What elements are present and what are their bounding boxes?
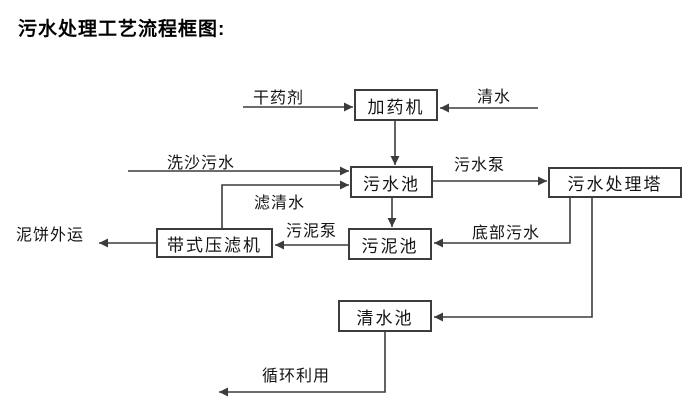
edge-label-sludge-pump: 污泥泵 [286,223,338,240]
node-clear-water-pool: 清水池 [338,300,432,332]
edge-label-mud-cake-out: 泥饼外运 [16,227,85,244]
edge-filtered-water-line [221,180,349,228]
edge-label-filtered-water: 滤清水 [254,195,306,212]
node-belt-filter-press: 带式压滤机 [156,228,273,258]
edge-tower-to-clear-line [434,198,593,322]
edge-label-dry-chemical: 干药剂 [253,90,305,107]
edge-label-sand-wash: 洗沙污水 [167,155,236,172]
edge-label-clear-water: 清水 [477,89,512,106]
edge-bottom-sewage-line [434,198,571,248]
diagram-title: 污水处理工艺流程框图: [18,19,226,40]
node-sewage-pool: 污水池 [350,166,433,198]
edge-label-bottom-sewage: 底部污水 [472,225,541,242]
node-treatment-tower: 污水处理塔 [548,167,682,198]
edge-label-recycle-out: 循环利用 [262,368,331,385]
edge-recycle-out-line [219,332,386,397]
edge-label-sewage-pump: 污水泵 [454,157,506,174]
node-dosing-machine: 加药机 [354,89,438,121]
node-sludge-pool: 污泥池 [348,228,432,260]
